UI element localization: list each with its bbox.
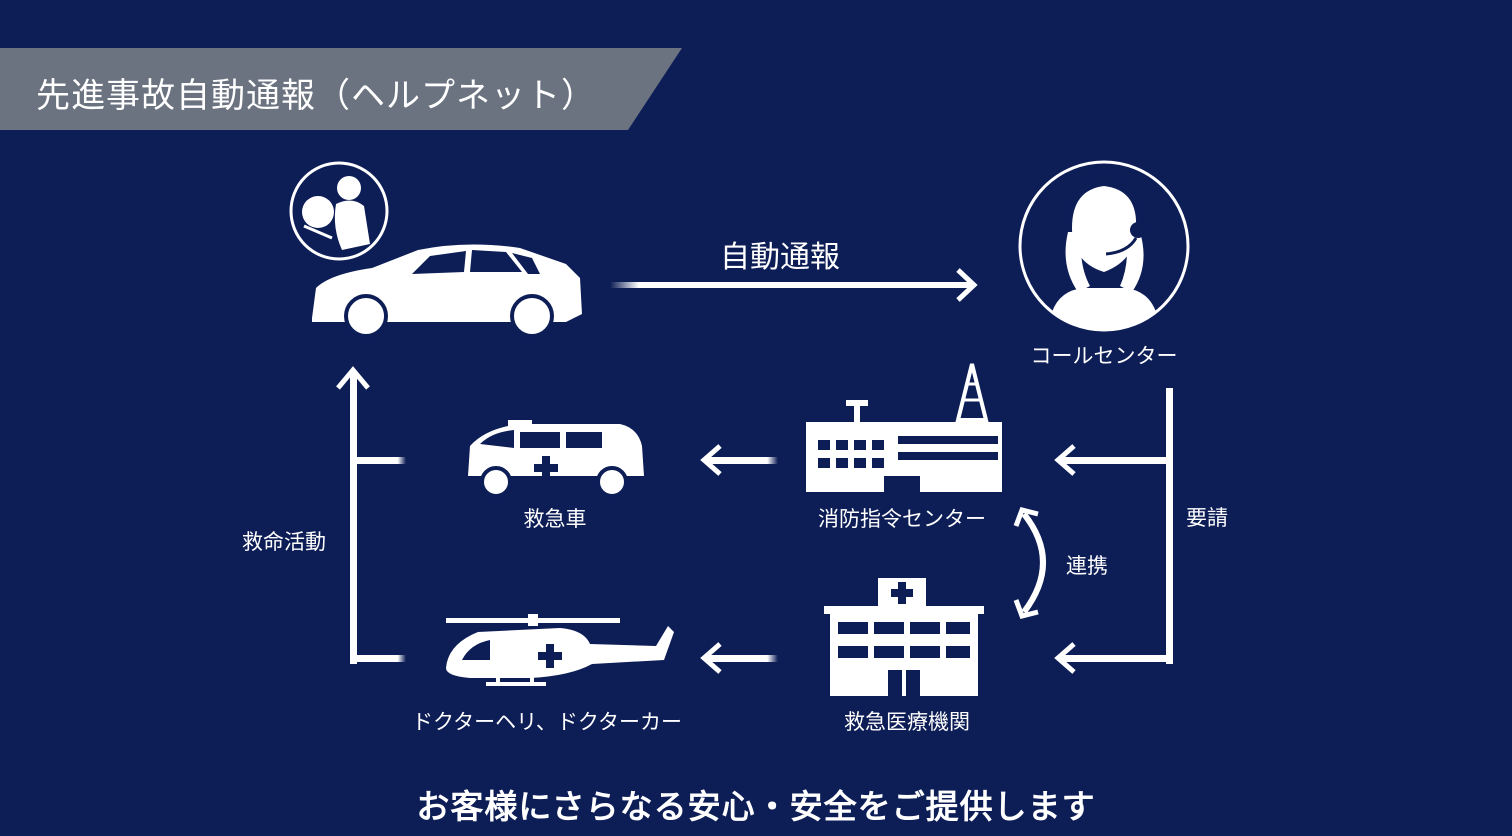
request-connector bbox=[1054, 388, 1173, 674]
dispatch-arrow-ambulance bbox=[700, 444, 778, 476]
hospital-label: 救急医療機関 bbox=[844, 710, 970, 734]
helicopter-icon bbox=[446, 614, 674, 686]
cooperation-arrow bbox=[1013, 507, 1046, 619]
cooperation-label: 連携 bbox=[1066, 554, 1108, 578]
rescue-label: 救命活動 bbox=[242, 530, 326, 554]
banner-shape bbox=[0, 48, 682, 130]
operator-icon bbox=[1018, 160, 1190, 332]
call-center-label: コールセンター bbox=[1030, 344, 1178, 368]
fire-station-icon bbox=[806, 363, 1002, 492]
auto-report-label: 自動通報 bbox=[720, 240, 840, 275]
airbag-icon bbox=[289, 161, 389, 261]
request-label: 要請 bbox=[1186, 506, 1228, 530]
car-icon bbox=[312, 244, 582, 338]
auto-report-arrow bbox=[610, 268, 978, 302]
ambulance-label: 救急車 bbox=[523, 507, 587, 531]
title-banner: 先進事故自動通報（ヘルプネット） bbox=[0, 48, 682, 130]
footer-message: お客様にさらなる安心・安全をご提供します bbox=[416, 787, 1096, 826]
ambulance-icon bbox=[468, 420, 644, 498]
fire-center-label: 消防指令センター bbox=[818, 507, 986, 531]
helicopter-label: ドクターヘリ、ドクターカー bbox=[411, 710, 683, 734]
dispatch-arrow-helicopter bbox=[700, 642, 778, 674]
hospital-icon bbox=[824, 578, 984, 696]
page-title: 先進事故自動通報（ヘルプネット） bbox=[36, 76, 596, 116]
rescue-connector bbox=[336, 366, 406, 664]
